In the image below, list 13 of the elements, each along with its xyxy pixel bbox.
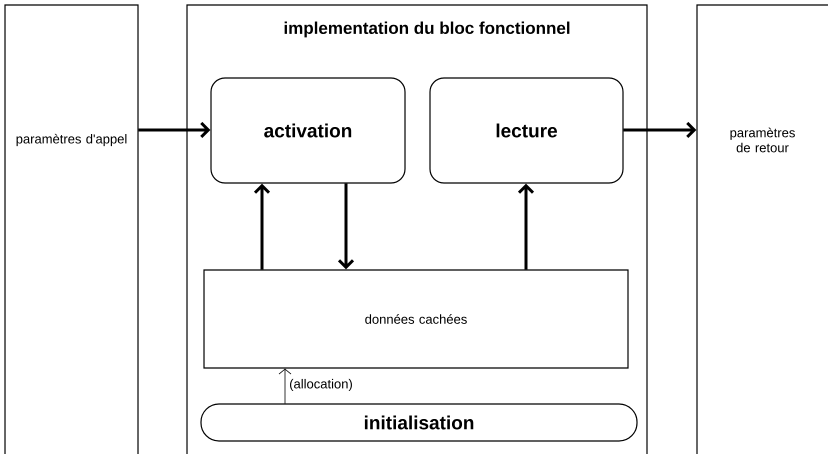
process-box: données cachées	[203, 269, 629, 369]
arrow	[278, 368, 292, 404]
rounded-box: activation	[210, 77, 406, 184]
arrow	[624, 122, 696, 138]
arrow	[338, 184, 354, 270]
terminal-box: initialisation	[200, 403, 638, 442]
edge-label: (allocation)	[288, 378, 354, 392]
process-box: paramètres de retour	[696, 4, 828, 454]
rounded-box: lecture	[429, 77, 624, 184]
arrow	[518, 184, 534, 270]
process-box: paramètres d'appel	[4, 4, 139, 454]
arrow	[254, 184, 270, 270]
arrow	[138, 122, 210, 138]
